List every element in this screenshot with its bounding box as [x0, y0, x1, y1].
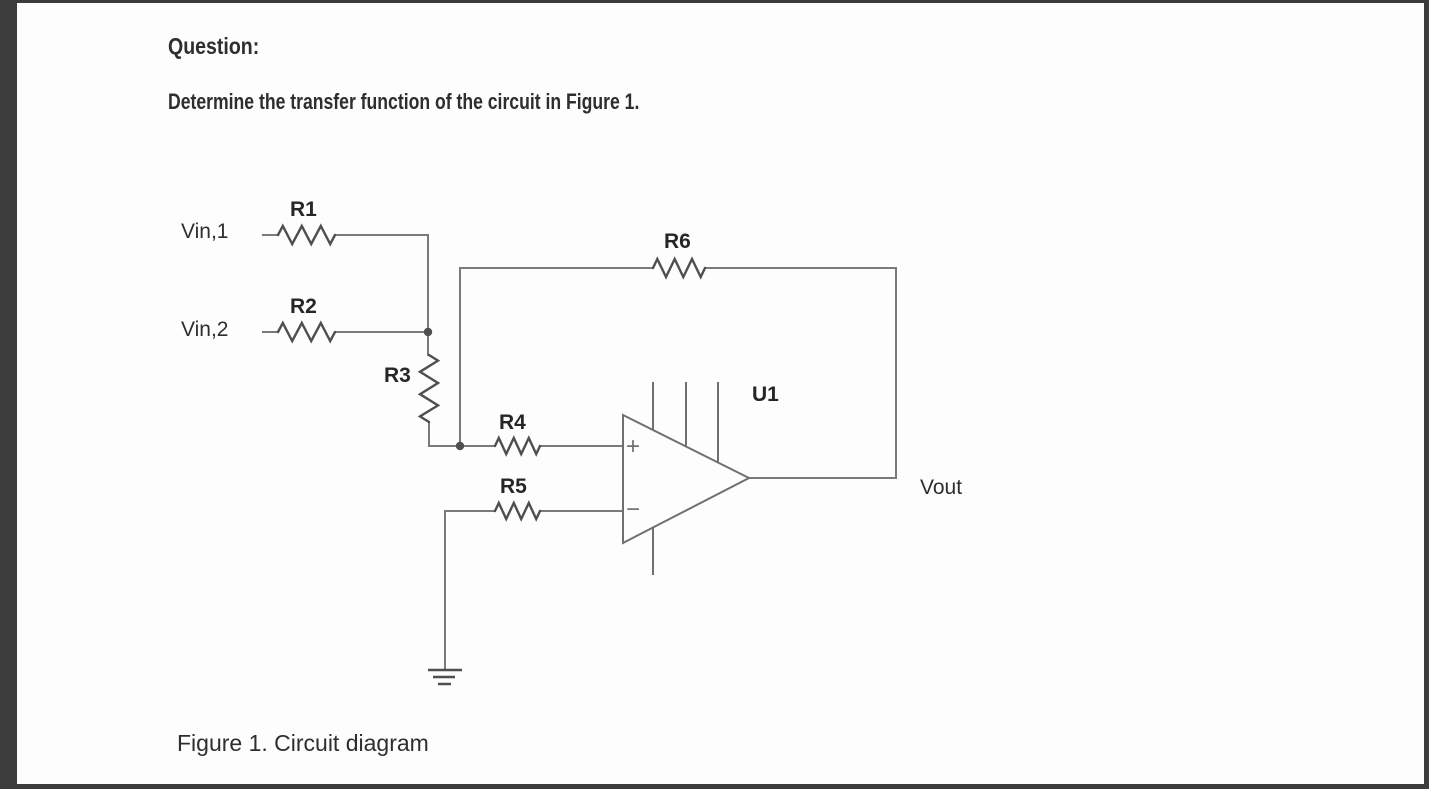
label-r2: R2 [290, 295, 317, 318]
wire-r3-to-r4 [428, 421, 496, 447]
label-vout: Vout [920, 476, 963, 499]
ground-symbol [428, 668, 462, 686]
label-r1: R1 [290, 198, 317, 221]
resistor-r6-symbol [651, 256, 707, 280]
junction-dot-input-node [423, 327, 433, 337]
label-u1: U1 [752, 383, 779, 406]
frame-bottom-bar [0, 784, 1429, 789]
resistor-r3-symbol [417, 353, 441, 424]
opamp-plus-input-sign: + [626, 433, 641, 460]
wire-feedback-right-and-output [704, 267, 897, 479]
label-r6: R6 [664, 230, 691, 253]
frame-top-bar [0, 0, 1429, 3]
resistor-r1-symbol [276, 223, 337, 247]
question-body: Determine the transfer function of the c… [168, 89, 640, 114]
resistor-r4-symbol [493, 435, 542, 457]
label-r4: R4 [499, 411, 526, 434]
resistor-r5-symbol [493, 500, 542, 522]
opamp-minus-input-sign: − [626, 496, 641, 523]
paper-background [17, 3, 1424, 784]
resistor-r2-symbol [276, 320, 337, 344]
opamp-triangle [622, 413, 752, 545]
frame-right-bar [1424, 0, 1429, 789]
label-r5: R5 [500, 475, 527, 498]
label-vin1: Vin,1 [181, 220, 229, 243]
label-r3: R3 [384, 364, 411, 387]
frame-left-bar [0, 0, 17, 789]
question-heading: Question: [168, 33, 260, 59]
wire-r1-to-node [334, 234, 429, 333]
figure-caption: Figure 1. Circuit diagram [177, 730, 429, 756]
junction-dot-feedback-node [455, 441, 465, 451]
label-vin2: Vin,2 [181, 318, 229, 341]
